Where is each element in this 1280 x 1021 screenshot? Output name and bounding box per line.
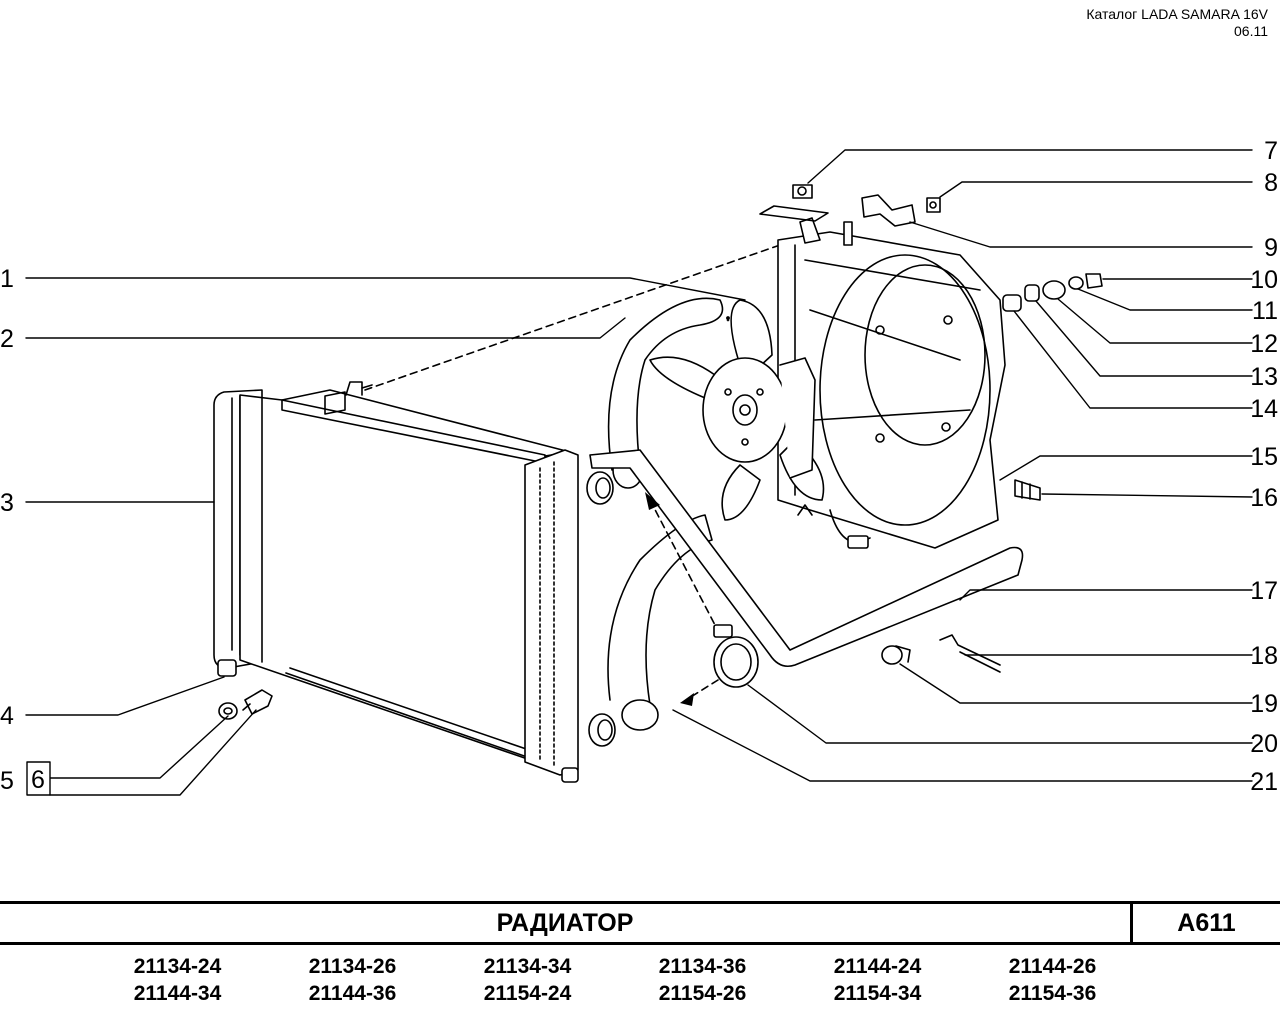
title-bar: РАДИАТОР A611 xyxy=(0,901,1280,945)
callout-20: 20 xyxy=(1250,730,1278,758)
callout-13: 13 xyxy=(1250,363,1278,391)
model-code: 21134-36 xyxy=(658,955,747,978)
callout-6: 6 xyxy=(31,766,45,794)
model-list: 21134-24 21134-26 21134-34 21134-36 2114… xyxy=(90,955,1150,1006)
callout-7: 7 xyxy=(1264,137,1278,165)
callout-16: 16 xyxy=(1250,484,1278,512)
callout-labels-right: 7 8 9 10 11 12 13 14 15 16 17 18 19 20 2… xyxy=(1250,137,1278,796)
model-code: 21154-34 xyxy=(833,982,922,1005)
callout-21: 21 xyxy=(1250,768,1278,796)
callout-19: 19 xyxy=(1250,690,1278,718)
model-code: 21154-26 xyxy=(658,982,747,1005)
fastener-drawings xyxy=(713,184,1103,688)
callout-2: 2 xyxy=(0,325,14,353)
hose-drawings xyxy=(589,297,1024,731)
fan-shroud-drawing xyxy=(777,217,1006,549)
callout-15: 15 xyxy=(1250,443,1278,471)
model-code: 21144-34 xyxy=(133,982,222,1005)
callout-10: 10 xyxy=(1250,266,1278,294)
catalog-name: Каталог LADA SAMARA 16V xyxy=(1086,6,1268,22)
model-code: 21144-26 xyxy=(1008,955,1097,978)
callout-3: 3 xyxy=(0,489,14,517)
callout-12: 12 xyxy=(1250,330,1278,358)
callout-11: 11 xyxy=(1252,297,1278,325)
model-code: 21154-36 xyxy=(1008,982,1097,1005)
model-code: 21134-34 xyxy=(483,955,572,978)
callout-18: 18 xyxy=(1250,642,1278,670)
callout-9: 9 xyxy=(1264,234,1278,262)
callout-1: 1 xyxy=(0,265,14,293)
callout-4: 4 xyxy=(0,702,14,730)
catalog-header: Каталог LADA SAMARA 16V 06.11 xyxy=(1086,6,1268,40)
model-code: 21144-24 xyxy=(833,955,922,978)
radiator-exploded-diagram: 1 2 3 4 5 6 7 8 9 10 11 12 13 14 15 16 1… xyxy=(0,137,1278,796)
callout-labels-left: 1 2 3 4 5 xyxy=(0,265,14,795)
fan-drawing xyxy=(649,299,871,549)
model-code: 21154-24 xyxy=(483,982,572,1005)
catalog-date: 06.11 xyxy=(1234,23,1268,39)
callout-box-6: 6 xyxy=(26,761,51,796)
callout-17: 17 xyxy=(1250,577,1278,605)
page-title: РАДИАТОР xyxy=(0,904,1133,942)
callout-5: 5 xyxy=(0,767,14,795)
model-code: 21144-36 xyxy=(308,982,397,1005)
assembly-arrowheads xyxy=(645,492,694,706)
drain-plug-parts xyxy=(218,689,273,720)
callout-8: 8 xyxy=(1264,169,1278,197)
radiator-drawing xyxy=(213,381,616,783)
leader-lines xyxy=(25,149,1253,796)
catalog-code: A611 xyxy=(1177,908,1236,937)
model-code: 21134-24 xyxy=(133,955,222,978)
callout-14: 14 xyxy=(1250,395,1278,423)
model-code: 21134-26 xyxy=(308,955,397,978)
